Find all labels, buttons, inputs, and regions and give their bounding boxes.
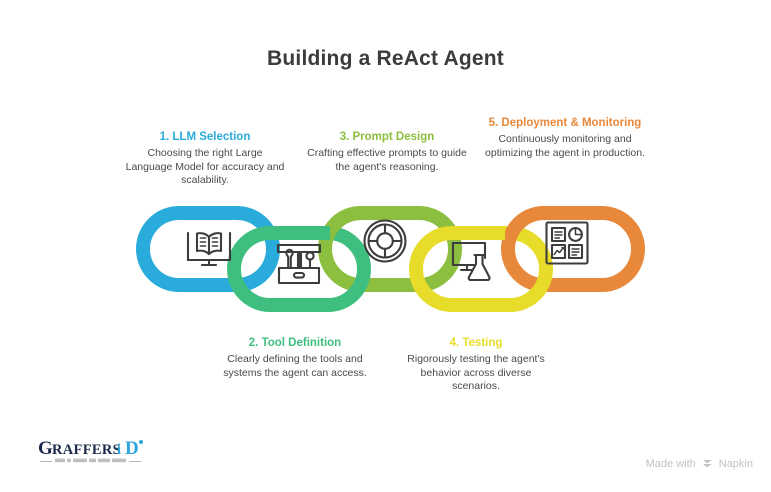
- step-heading-3: 3. Prompt Design: [339, 131, 435, 143]
- brand-logo-initial: G: [38, 438, 53, 459]
- step-description-5: Continuously monitoring and optimizing t…: [485, 133, 645, 159]
- chain-diagram: [136, 206, 645, 312]
- made-with-napkin[interactable]: Made with Napkin: [646, 457, 753, 470]
- monitor-flask-icon: [451, 241, 491, 282]
- made-with-label: Made with: [645, 457, 696, 470]
- step-description-1: Choosing the right Large Language Model …: [125, 147, 285, 186]
- brand-logo-d: D: [125, 438, 139, 459]
- step-text-block-4: 4. Testing Rigorously testing the agent'…: [396, 336, 556, 394]
- step-text-block-2: 2. Tool Definition Clearly defining the …: [215, 336, 375, 380]
- step-heading-1: 1. LLM Selection: [159, 131, 251, 143]
- step-heading-2: 2. Tool Definition: [248, 337, 342, 349]
- toolbox-icon: [276, 243, 322, 285]
- wheel-target-icon: [363, 219, 407, 263]
- step-text-block-3: 3. Prompt Design Crafting effective prom…: [307, 130, 467, 174]
- step-description-3: Crafting effective prompts to guide the …: [307, 147, 467, 173]
- chain-link-4[interactable]: [409, 226, 553, 312]
- chain-link-5[interactable]: [501, 206, 645, 292]
- step-description-4: Rigorously testing the agent's behavior …: [407, 353, 545, 392]
- monitor-book-icon: [186, 231, 232, 267]
- chain-link-2[interactable]: [227, 226, 371, 312]
- napkin-logo-icon: [702, 460, 712, 468]
- brand-logo-rest: RAFFERS: [52, 442, 121, 458]
- step-text-block-5: 5. Deployment & Monitoring Continuously …: [485, 116, 645, 160]
- page-title: Building a ReAct Agent: [267, 47, 504, 70]
- brand-logo-tagline: [40, 458, 141, 463]
- dashboard-chart-icon: [545, 221, 589, 265]
- step-description-2: Clearly defining the tools and systems t…: [223, 353, 367, 379]
- step-heading-4: 4. Testing: [449, 337, 503, 349]
- chain-link-1[interactable]: [136, 206, 280, 292]
- brand-logo: G RAFFERS i D: [38, 438, 143, 463]
- brand-logo-i: i: [117, 442, 121, 458]
- step-heading-5: 5. Deployment & Monitoring: [488, 117, 642, 129]
- made-with-product: Napkin: [718, 457, 753, 470]
- brand-logo-dot: [139, 440, 143, 444]
- step-text-block-1: 1. LLM Selection Choosing the right Larg…: [125, 130, 285, 188]
